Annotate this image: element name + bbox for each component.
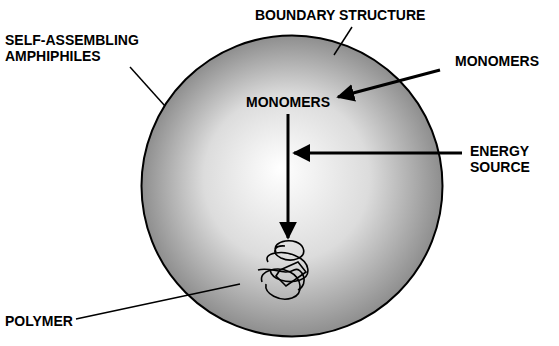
callout-label: BOUNDARY STRUCTURE <box>255 7 425 23</box>
circle-outline <box>140 34 444 338</box>
callout-label: POLYMER <box>5 313 73 329</box>
boundary-circle: MONOMERS <box>140 34 444 338</box>
callout-label: ENERGY SOURCE <box>470 143 550 175</box>
leader-line <box>130 67 165 106</box>
callout-label: MONOMERS <box>455 53 539 69</box>
callout-label: SELF-ASSEMBLING AMPHIPHILES <box>5 32 140 64</box>
node-label: MONOMERS <box>246 94 330 110</box>
process-arrow <box>287 114 290 238</box>
boundary-circle <box>142 36 443 337</box>
energy-arrow <box>294 152 462 155</box>
